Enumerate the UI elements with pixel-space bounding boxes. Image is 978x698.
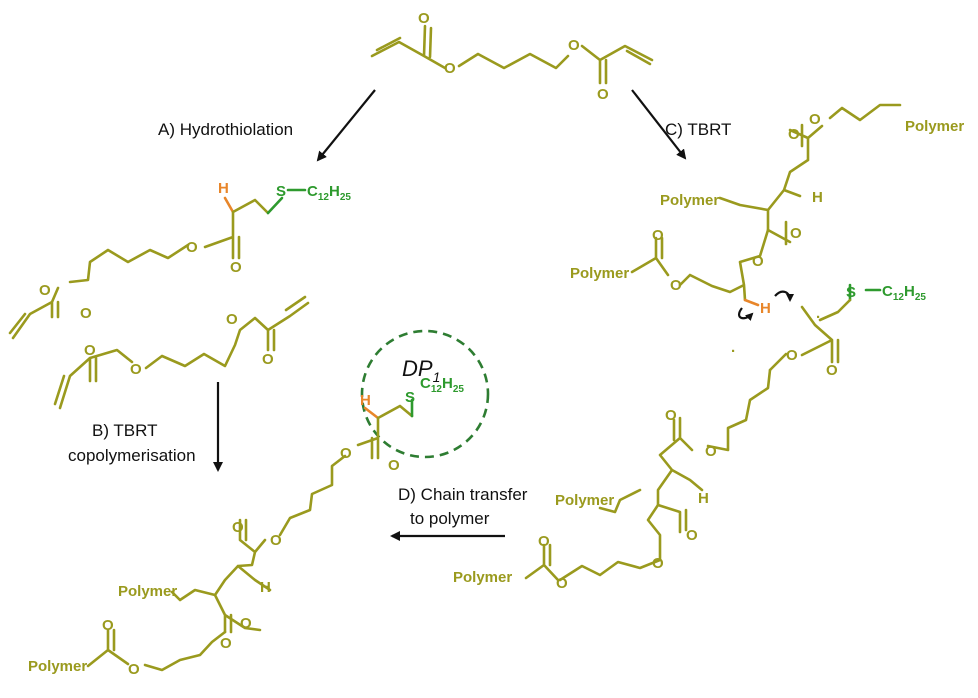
hydrogen-atom: H (698, 490, 709, 507)
step-b-label: B) TBRT (92, 421, 158, 440)
diacrylate-monomer: O O O O (370, 10, 654, 103)
oxygen-atom: O (128, 661, 140, 678)
polymer-label: Polymer (28, 658, 87, 675)
oxygen-atom: O (102, 617, 114, 634)
oxygen-atom: O (786, 347, 798, 364)
step-d-label-line2: to polymer (410, 509, 490, 528)
polymer-label: Polymer (905, 118, 964, 135)
oxygen-atom: O (705, 443, 717, 460)
dp-circle (360, 329, 490, 459)
dodecyl-group: C12H25 (420, 375, 464, 395)
oxygen-atom: O (220, 635, 232, 652)
oxygen-atom: O (788, 126, 800, 143)
oxygen-atom: O (130, 361, 142, 378)
oxygen-atom: O (39, 282, 51, 299)
oxygen-atom: O (670, 277, 682, 294)
dp-label: DP1 (402, 356, 440, 385)
oxygen-atom: O (230, 259, 242, 276)
oxygen-atom: O (790, 225, 802, 242)
oxygen-atom: O (652, 227, 664, 244)
hydrogen-atom: H (218, 180, 229, 197)
polymer-label: Polymer (660, 192, 719, 209)
oxygen-atom: O (809, 111, 821, 128)
hydrogen-atom: H (260, 579, 271, 596)
oxygen-atom: O (270, 532, 282, 549)
grown-polymer: O O H Polymer O O Polymer O O (453, 407, 717, 592)
propagating-polymer: Polymer O O H Polymer O O Polymer O O H (570, 103, 964, 322)
polymer-label: Polymer (118, 583, 177, 600)
polymer-label: Polymer (453, 569, 512, 586)
step-a-label: A) Hydrothiolation (158, 120, 293, 139)
arrow-a (316, 89, 376, 162)
oxygen-atom: O (568, 37, 580, 54)
oxygen-atom: O (665, 407, 677, 424)
oxygen-atom: O (388, 457, 400, 474)
oxygen-atom: O (186, 239, 198, 256)
sulfur-atom: S (846, 284, 856, 301)
oxygen-atom: O (538, 533, 550, 550)
oxygen-atom: O (226, 311, 238, 328)
radical-dot: · (816, 309, 821, 326)
oxygen-atom: O (826, 362, 838, 379)
final-polymer: H S C12H25 O O O O H Polymer O O Polymer… (28, 375, 464, 678)
oxygen-atom: O (232, 519, 244, 536)
oxygen-atom: O (444, 60, 456, 77)
oxygen-atom: O (262, 351, 274, 368)
acrylate-comonomer: O O O O (53, 295, 310, 410)
oxygen-atom: O (418, 10, 430, 27)
oxygen-atom: O (556, 575, 568, 592)
hydrogen-atom: H (360, 392, 371, 409)
sulfur-atom: S (405, 389, 415, 406)
radical-dot: · (731, 343, 736, 360)
oxygen-atom: O (597, 86, 609, 103)
dodecyl-group: C12H25 (307, 183, 351, 203)
step-c-label: C) TBRT (665, 120, 731, 139)
oxygen-atom: O (652, 555, 664, 572)
polymer-label: Polymer (555, 492, 614, 509)
oxygen-atom: O (84, 342, 96, 359)
oxygen-atom: O (340, 445, 352, 462)
oxygen-atom: O (240, 615, 252, 632)
hydrothiolation-product: H S C12H25 O O O O (8, 180, 351, 340)
polymer-label: Polymer (570, 265, 629, 282)
oxygen-atom: O (80, 305, 92, 322)
hydrogen-atom: H (812, 189, 823, 206)
radical-chain: S C12H25 · · O O (706, 283, 926, 452)
electron-arrow (774, 290, 794, 302)
arrow-c (631, 89, 687, 160)
step-d-label: D) Chain transfer (398, 485, 528, 504)
electron-arrow (737, 307, 754, 322)
dodecyl-group: C12H25 (882, 283, 926, 303)
sulfur-atom: S (276, 183, 286, 200)
oxygen-atom: O (686, 527, 698, 544)
hydrogen-atom: H (760, 300, 771, 317)
oxygen-atom: O (752, 253, 764, 270)
step-b-label-line2: copolymerisation (68, 446, 196, 465)
